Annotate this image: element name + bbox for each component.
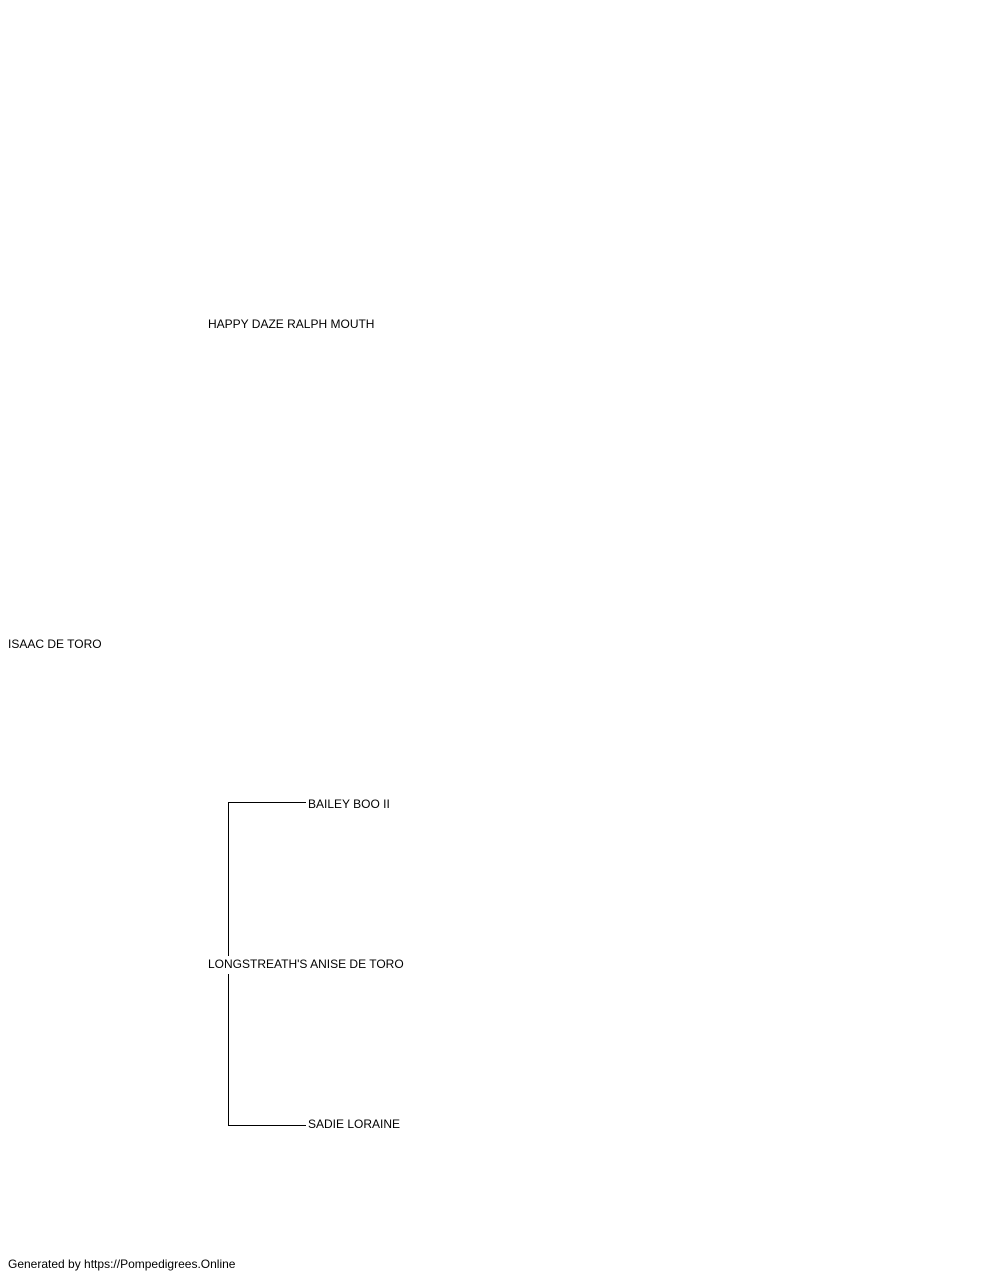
subject-name: ISAAC DE TORO bbox=[8, 637, 102, 651]
dam-sire-name: BAILEY BOO II bbox=[308, 797, 390, 811]
dam-dam-name: SADIE LORAINE bbox=[308, 1117, 401, 1131]
dam-name: LONGSTREATH'S ANISE DE TORO bbox=[208, 957, 404, 971]
sire-name: HAPPY DAZE RALPH MOUTH bbox=[208, 317, 375, 331]
footer-credit: Generated by https://Pompedigrees.Online bbox=[8, 1257, 236, 1271]
